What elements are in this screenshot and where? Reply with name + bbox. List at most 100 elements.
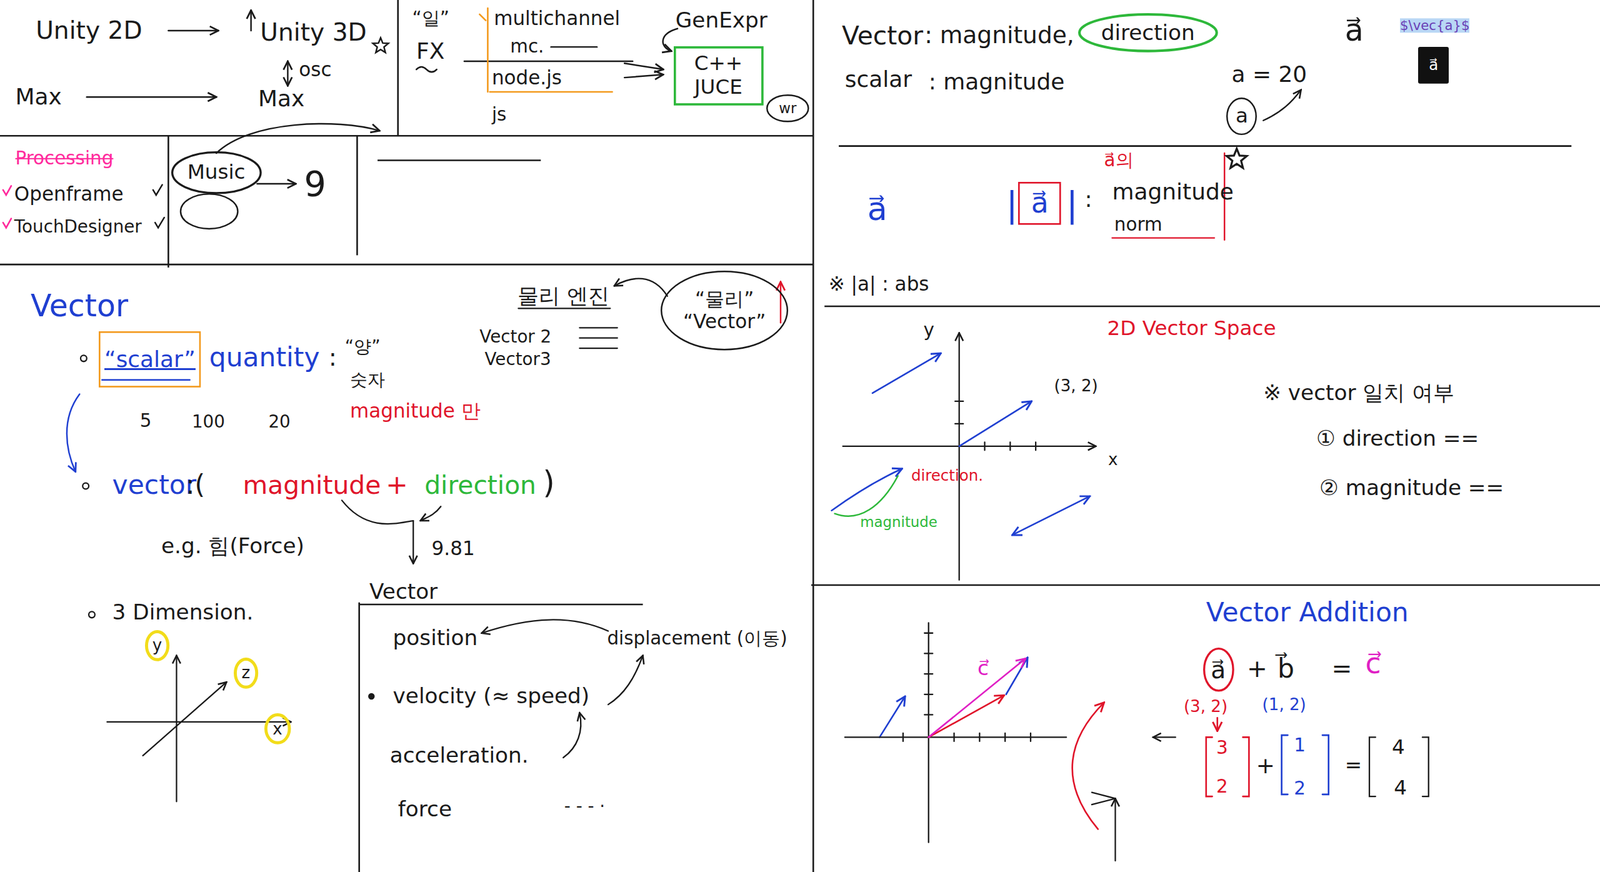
note-text: 4 — [1393, 776, 1407, 800]
vector-circle: a⃗ — [1203, 647, 1235, 692]
top-left-arrows — [464, 60, 633, 62]
axis-highlight-outline — [235, 658, 257, 687]
note-text: (3, 2) — [1183, 697, 1228, 716]
note-text: + — [1246, 655, 1268, 682]
note-circle-outline — [766, 95, 809, 122]
note-text: 5 — [140, 410, 152, 431]
sum-vector — [928, 658, 1026, 738]
note-text: 1 — [1293, 735, 1306, 755]
node-text: “Vector” — [683, 310, 766, 334]
note-text: magnitude — [243, 470, 382, 499]
vector-circle-outline — [1203, 648, 1233, 691]
note-text: : magnitude — [928, 69, 1065, 95]
note-text: y — [923, 319, 935, 340]
node-text: wr — [778, 100, 797, 117]
concept-arrows — [80, 355, 87, 362]
concept-ellipse-outline — [661, 271, 788, 350]
note-text: a⃗ — [1345, 13, 1364, 48]
concept-arrows — [82, 483, 89, 490]
note-text: force — [398, 797, 452, 822]
note-text: “양” — [345, 337, 381, 357]
note-text: Vector 2 — [479, 327, 552, 347]
note-text: 4 — [1391, 736, 1405, 759]
magnitude-curve — [835, 475, 899, 517]
node-text: “물리” — [683, 288, 766, 311]
note-text: $\vec{a}$ — [1400, 18, 1470, 33]
note-text: b⃗ — [1277, 654, 1295, 684]
check-mark — [3, 218, 12, 229]
note-text: 3 Dimension. — [112, 600, 254, 625]
note-text: a⃗ — [867, 191, 888, 227]
term-box-outline — [100, 331, 201, 387]
note-text: magnitude — [1112, 179, 1234, 205]
top-left-arrows — [216, 123, 380, 154]
note-text: a⃗의 — [1104, 150, 1134, 170]
note-text: 3 — [1216, 737, 1229, 758]
orange-bracket — [479, 14, 486, 21]
blue-vector — [1012, 496, 1090, 535]
note-text: 2 — [1216, 776, 1229, 797]
panel-divider — [396, 0, 399, 136]
vector-space-plot — [843, 445, 1097, 447]
top-left-arrows — [86, 10, 678, 229]
orange-bracket — [486, 8, 489, 92]
note-circle: a — [1226, 97, 1257, 135]
note-text: ① direction == — [1316, 427, 1479, 452]
vector-space-plot — [955, 401, 964, 424]
top-left-arrows — [256, 183, 296, 185]
note-text: | — [1006, 185, 1019, 224]
tooltip-box-outline — [1418, 46, 1449, 84]
blue-vector — [831, 468, 903, 511]
top-left-arrows — [180, 193, 238, 229]
note-text: vector — [112, 470, 197, 500]
note-text: (1, 2) — [1262, 695, 1307, 714]
node-text-group: “scalar” — [104, 346, 196, 372]
concept-ellipse: “물리”“Vector” — [660, 270, 789, 350]
concept-arrows — [143, 681, 227, 756]
node-text-group: z — [241, 663, 251, 682]
node-text-group: C++JUCE — [694, 51, 744, 99]
note-text: ) — [543, 466, 555, 500]
vector-notation — [1263, 90, 1301, 121]
note-text: ② magnitude == — [1319, 476, 1504, 500]
node-text-group: y — [152, 635, 162, 655]
note-text: osc — [298, 58, 332, 80]
note-text: + — [385, 470, 409, 500]
note-text: 100 — [191, 411, 225, 432]
addition-plot — [1153, 736, 1176, 738]
blue-vector — [831, 353, 1329, 795]
node-text-group: a⃗ — [1428, 56, 1439, 74]
node-text-group: Music — [187, 160, 246, 185]
note-text: = — [1331, 655, 1353, 682]
vector-box-outline — [1019, 182, 1061, 224]
node-text-group: wr — [778, 100, 797, 117]
note-text: position — [393, 626, 479, 650]
node-text-group: a — [1235, 104, 1249, 129]
term-box: “scalar” — [98, 331, 201, 388]
note-text: x — [1108, 450, 1118, 469]
note-text: Vector3 — [485, 350, 552, 370]
addition-plot — [1091, 792, 1116, 805]
note-text: : — [1085, 186, 1093, 212]
note-circle: Music — [171, 151, 262, 195]
node-text: “scalar” — [104, 346, 196, 372]
top-left-arrows — [250, 10, 252, 31]
red-vector — [1216, 717, 1219, 731]
note-text: velocity (≈ speed) — [393, 684, 590, 709]
node-text-group: a⃗ — [1210, 655, 1226, 684]
orange-bracket — [490, 91, 613, 94]
red-mark — [1226, 148, 1247, 169]
tooltip-box: a⃗ — [1418, 46, 1449, 84]
top-left-arrows — [551, 46, 597, 48]
concept-arrows — [412, 520, 414, 564]
note-text: Max — [15, 84, 62, 110]
note-text: quantity — [209, 342, 320, 372]
note-text: Processing — [15, 148, 114, 169]
note-text: Max — [258, 86, 305, 112]
note-text: 물리 엔진 — [517, 284, 610, 309]
concept-arrows — [368, 693, 374, 699]
note-text: node.js — [491, 66, 562, 89]
red-vector — [1072, 702, 1105, 830]
note-text: Vector — [369, 580, 438, 605]
